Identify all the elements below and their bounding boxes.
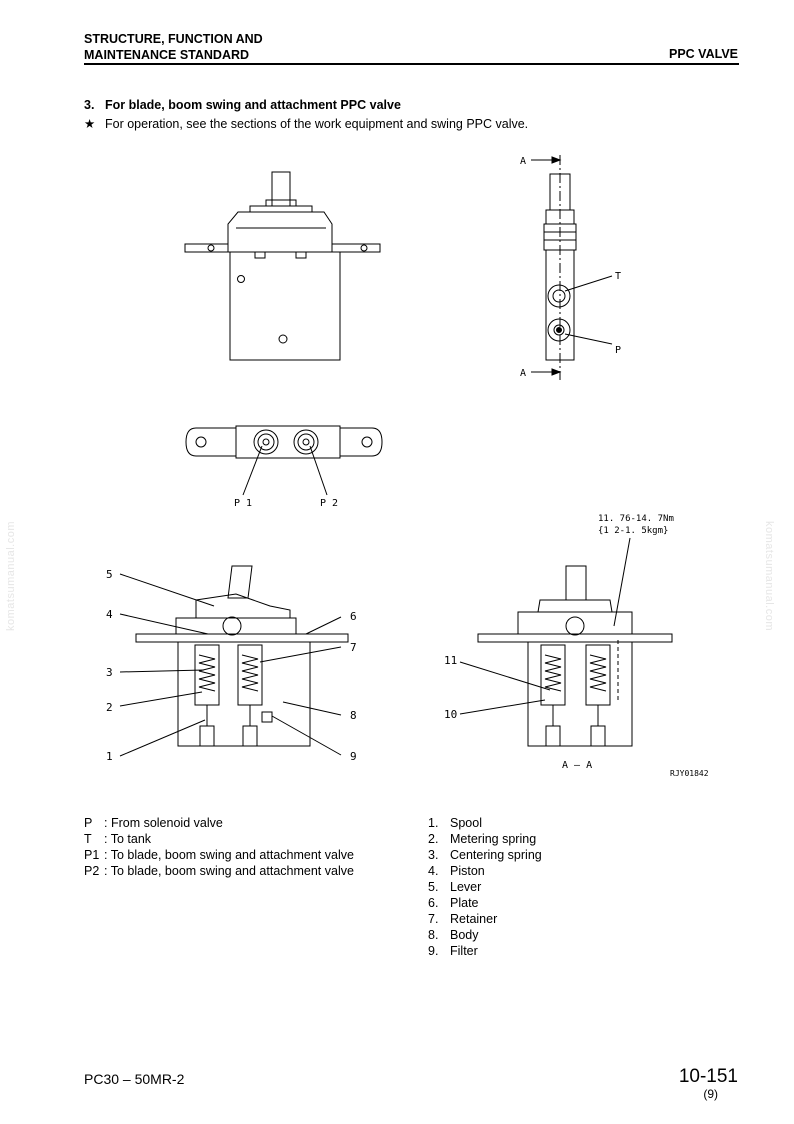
header-section-name: PPC VALVE — [669, 47, 738, 61]
callout-7: 7 — [350, 641, 357, 654]
torque-spec-line1: 11. 76-14. 7Nm — [598, 514, 674, 524]
footer-revision: (9) — [703, 1087, 718, 1101]
parts-list-item: 7. Retainer — [428, 911, 542, 927]
part-number: 7. — [428, 912, 439, 926]
front-view — [184, 171, 381, 361]
section-view-left — [119, 565, 349, 757]
callout-6: 6 — [350, 610, 357, 623]
section-caption: A – A — [562, 760, 592, 771]
torque-spec-line2: {1 2-1. 5kgm} — [598, 526, 668, 536]
callout-5: 5 — [106, 568, 113, 581]
callout-3: 3 — [106, 666, 113, 679]
header-rule — [84, 63, 739, 65]
parts-list-item: 8. Body — [428, 927, 542, 943]
section-number: 3. — [84, 98, 95, 112]
parts-list-item: 6. Plate — [428, 895, 542, 911]
part-name: Lever — [450, 880, 482, 894]
callout-11: 11 — [444, 654, 457, 667]
callout-4: 4 — [106, 608, 113, 621]
part-name: Plate — [450, 896, 479, 910]
part-name: Piston — [450, 864, 485, 878]
part-name: Centering spring — [450, 848, 542, 862]
footer-model: PC30 – 50MR-2 — [84, 1071, 185, 1087]
section-mark-top: A — [520, 156, 526, 167]
parts-list-item: 4. Piston — [428, 863, 542, 879]
port-description: : To blade, boom swing and attachment va… — [104, 848, 354, 862]
port-t-label: T — [615, 271, 621, 282]
section-mark-bottom: A — [520, 368, 526, 379]
part-number: 6. — [428, 896, 439, 910]
header-title-line2: MAINTENANCE STANDARD — [84, 48, 250, 62]
section-title-text: For blade, boom swing and attachment PPC… — [105, 98, 401, 112]
parts-list-item: 1. Spool — [428, 815, 542, 831]
part-number: 2. — [428, 832, 439, 846]
port-legend-row: T : To tank — [84, 831, 354, 847]
port-p1-label: P 1 — [234, 498, 252, 509]
part-name: Retainer — [450, 912, 498, 926]
port-legend-row: P1 : To blade, boom swing and attachment … — [84, 847, 354, 863]
callout-9: 9 — [350, 750, 357, 763]
port-code: P1 — [84, 848, 100, 862]
part-number: 4. — [428, 864, 439, 878]
callout-1: 1 — [106, 750, 113, 763]
port-description: : To tank — [104, 832, 152, 846]
callout-2: 2 — [106, 701, 113, 714]
part-name: Spool — [450, 816, 482, 830]
header-title: STRUCTURE, FUNCTION AND MAINTENANCE STAN… — [84, 31, 263, 63]
port-legend-row: P : From solenoid valve — [84, 815, 354, 831]
bottom-view — [185, 425, 383, 496]
part-number: 3. — [428, 848, 439, 862]
parts-list-item: 2. Metering spring — [428, 831, 542, 847]
port-description: : To blade, boom swing and attachment va… — [104, 864, 354, 878]
drawing-code: RJY01842 — [670, 769, 709, 778]
part-number: 5. — [428, 880, 439, 894]
callout-8: 8 — [350, 709, 357, 722]
callout-10: 10 — [444, 708, 457, 721]
part-name: Body — [450, 928, 479, 942]
parts-list-item: 9. Filter — [428, 943, 542, 959]
section-view-aa — [459, 537, 673, 747]
port-code: P2 — [84, 864, 100, 878]
port-p-label: P — [615, 345, 621, 356]
parts-list-item: 3. Centering spring — [428, 847, 542, 863]
part-number: 8. — [428, 928, 439, 942]
port-legend: P : From solenoid valve T : To tank P1 : To… — [84, 815, 354, 879]
port-code: P — [84, 816, 93, 830]
section-note-text: For operation, see the sections of the w… — [105, 117, 529, 131]
section-note: ★ For operation, see the sections of the … — [84, 116, 528, 131]
footer-page-number: 10-151 — [678, 1066, 738, 1087]
star-icon: ★ — [84, 117, 96, 131]
header-title-line1: STRUCTURE, FUNCTION AND — [84, 32, 263, 46]
part-name: Metering spring — [450, 832, 537, 846]
parts-list-item: 5. Lever — [428, 879, 542, 895]
part-number: 9. — [428, 944, 439, 958]
part-name: Filter — [450, 944, 478, 958]
parts-list: 1. Spool 2. Metering spring 3. Centering sp… — [428, 815, 542, 959]
port-description: : From solenoid valve — [104, 816, 223, 830]
port-legend-row: P2 : To blade, boom swing and attachment … — [84, 863, 354, 879]
part-number: 1. — [428, 816, 439, 830]
side-view — [531, 155, 613, 380]
section-title: 3. For blade, boom swing and attachment P… — [84, 98, 401, 112]
port-p2-label: P 2 — [320, 498, 338, 509]
port-code: T — [84, 832, 92, 846]
